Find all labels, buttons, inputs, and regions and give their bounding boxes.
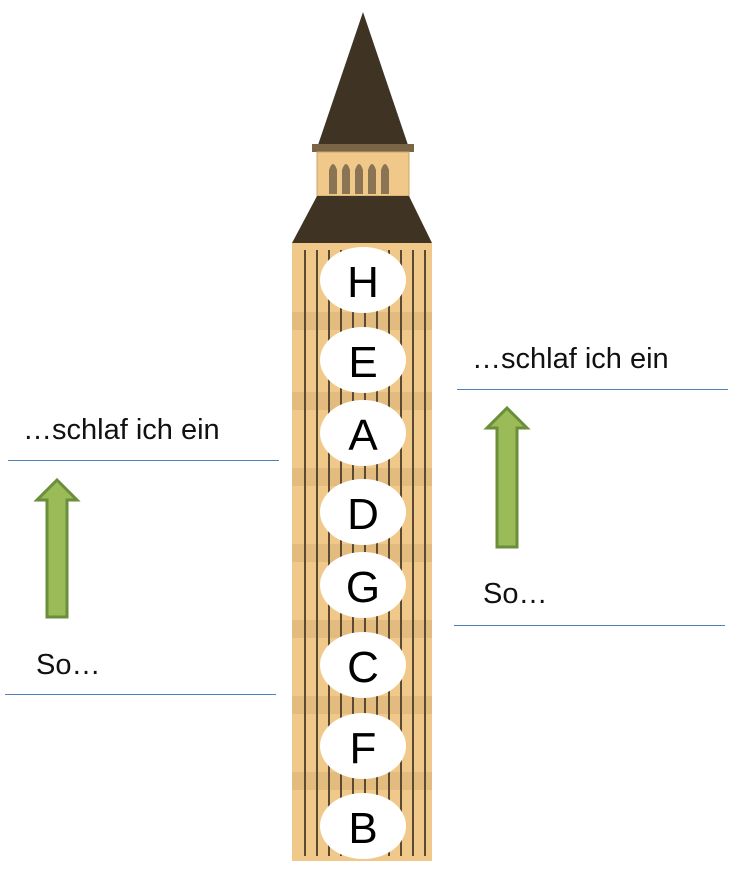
note-oval: B bbox=[320, 793, 406, 859]
up-arrow-icon bbox=[37, 480, 77, 617]
belfry-ledge bbox=[312, 144, 414, 152]
note-oval: F bbox=[320, 713, 406, 779]
right-top-rule bbox=[457, 389, 728, 390]
left-top-rule bbox=[8, 460, 279, 461]
note-oval: G bbox=[320, 552, 406, 618]
note-letter: B bbox=[348, 804, 377, 853]
left-top-caption: …schlaf ich ein bbox=[23, 414, 220, 447]
note-oval: E bbox=[320, 327, 406, 393]
note-letter: A bbox=[348, 411, 378, 460]
lower-roof bbox=[292, 196, 432, 243]
note-letter: C bbox=[347, 643, 379, 692]
up-arrow-icon bbox=[487, 408, 527, 547]
note-oval: A bbox=[320, 400, 406, 466]
right-top-caption: …schlaf ich ein bbox=[472, 343, 669, 376]
left-bottom-rule bbox=[5, 694, 276, 695]
right-bottom-rule bbox=[454, 625, 725, 626]
left-bottom-caption: So… bbox=[36, 649, 100, 682]
note-oval: H bbox=[320, 247, 406, 313]
note-letter: F bbox=[350, 724, 377, 773]
note-oval: C bbox=[320, 632, 406, 698]
note-letter: E bbox=[348, 338, 377, 387]
note-oval: D bbox=[320, 479, 406, 545]
note-letter: D bbox=[347, 490, 379, 539]
note-letter: G bbox=[346, 563, 380, 612]
note-letter: H bbox=[347, 258, 379, 307]
spire-roof bbox=[318, 12, 408, 145]
right-bottom-caption: So… bbox=[483, 578, 547, 611]
